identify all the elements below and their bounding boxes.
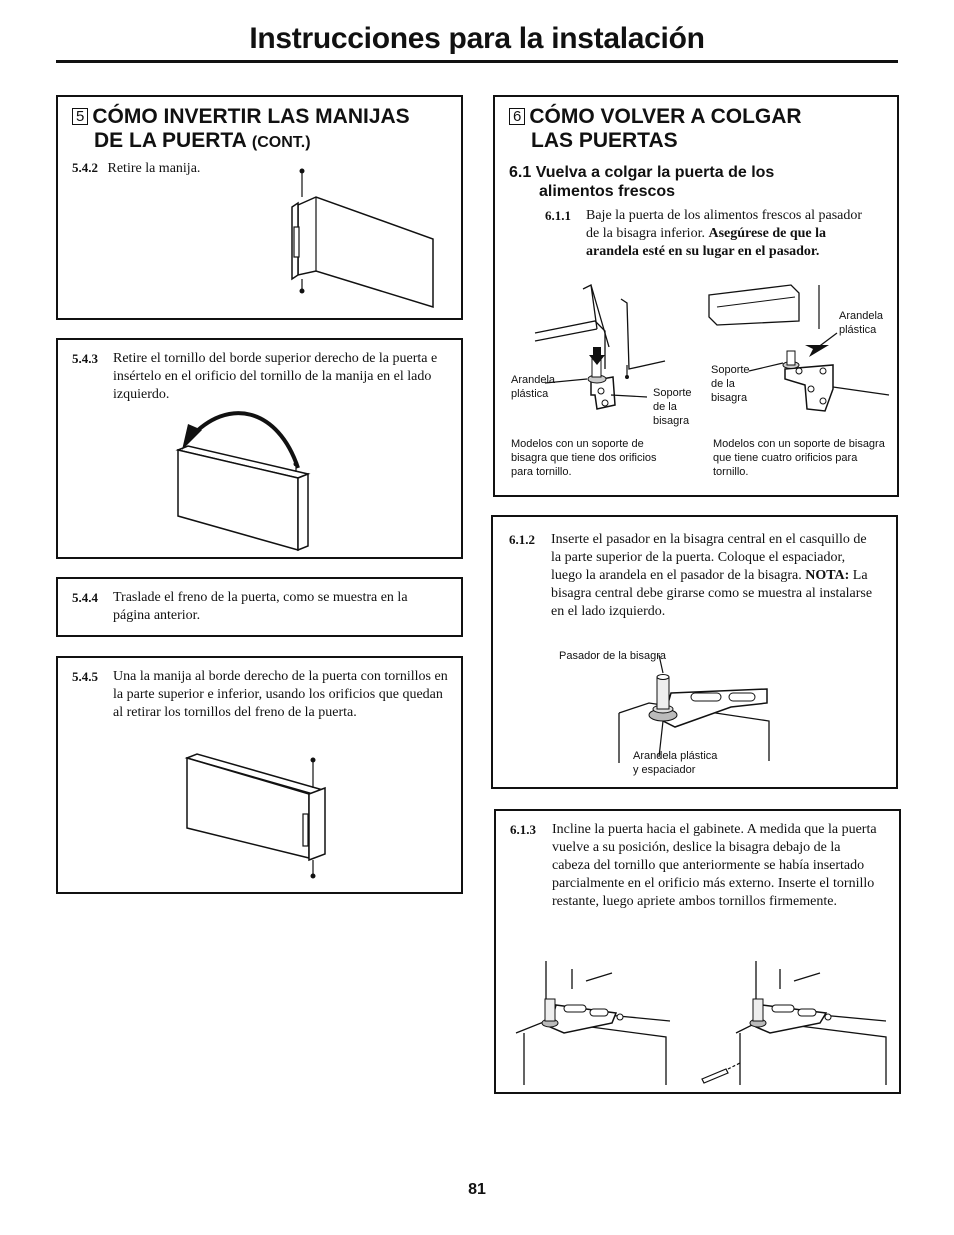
subheading-61-line2: alimentos frescos xyxy=(539,183,676,200)
page-title: Instrucciones para la instalación xyxy=(249,22,705,55)
step-613: 6.1.3 Incline la puerta hacia el gabinet… xyxy=(510,821,880,911)
door-tilt-illustration-left xyxy=(515,961,671,1085)
step-612-text-b: La bisagra central debe girarse como se … xyxy=(551,568,873,619)
step-542-number: 5.4.2 xyxy=(72,160,98,175)
subheading-61-line1: Vuelva a colgar la puerta de los xyxy=(535,164,775,181)
right-bracket-label: Soporte de la bisagra xyxy=(711,364,750,404)
section5-heading-line1: CÓMO INVERTIR LAS MANIJAS xyxy=(92,105,410,128)
section6-number: 6 xyxy=(509,108,526,125)
hinge-pin-label: Pasador de la bisagra xyxy=(559,650,667,662)
step-611-bold: Asegúrese de que la arandela esté en su … xyxy=(586,226,827,259)
right-washer-label: Arandela plástica xyxy=(839,310,884,336)
section6-heading-line1: CÓMO VOLVER A COLGAR xyxy=(529,105,802,128)
screw-transfer-illustration xyxy=(175,411,311,552)
step-612-number: 6.1.2 xyxy=(509,532,535,547)
section5-heading-line2: DE LA PUERTA xyxy=(94,129,247,152)
section5-box-step-544: 5.4.4 Traslade el freno de la puerta, co… xyxy=(56,577,463,637)
section5-heading-cont: (CONT.) xyxy=(251,134,311,151)
handle-removal-illustration xyxy=(291,168,434,309)
subheading-61: 6.1 Vuelva a colgar la puerta de los ali… xyxy=(509,163,889,201)
hinge-pin-illustration xyxy=(618,654,770,763)
section5-box-step-543: 5.4.3 Retire el tornillo del borde super… xyxy=(56,338,463,559)
step-543: 5.4.3 Retire el tornillo del borde super… xyxy=(72,350,447,404)
step-542-text: Retire la manija. xyxy=(107,161,201,176)
step-612-nota: NOTA: xyxy=(805,568,850,583)
section6-box-step-613: 6.1.3 Incline la puerta hacia el gabinet… xyxy=(494,809,901,1094)
page-number: 81 xyxy=(468,1181,486,1198)
section6-box-step-612: 6.1.2 Inserte el pasador en la bisagra c… xyxy=(491,515,898,789)
step-611-number: 6.1.1 xyxy=(545,208,571,223)
step-612-text-a: Inserte el pasador en la bisagra central… xyxy=(551,532,867,583)
step-611: 6.1.1 Baje la puerta de los alimentos fr… xyxy=(545,207,865,261)
step-545-number: 5.4.5 xyxy=(72,669,98,684)
step-545: 5.4.5 Una la manija al borde derecho de … xyxy=(72,668,452,722)
step-544: 5.4.4 Traslade el freno de la puerta, co… xyxy=(72,589,447,625)
step-612: 6.1.2 Inserte el pasador en la bisagra c… xyxy=(509,531,879,621)
step-544-number: 5.4.4 xyxy=(72,590,98,605)
section5-number: 5 xyxy=(72,108,89,125)
subheading-61-number: 6.1 xyxy=(509,164,532,181)
handle-attach-illustration xyxy=(184,753,326,879)
left-washer-label: Arandela plástica xyxy=(511,374,556,400)
step-613-number: 6.1.3 xyxy=(510,822,536,837)
step-611-text: Baje la puerta de los alimentos frescos … xyxy=(586,208,863,241)
section5-box-step-545: 5.4.5 Una la manija al borde derecho de … xyxy=(56,656,463,894)
title-rule xyxy=(56,60,898,63)
left-caption: Modelos con un soporte de bisagra que ti… xyxy=(511,438,657,478)
left-bracket-label: Soporte de la bisagra xyxy=(653,387,692,427)
step-613-text: Incline la puerta hacia el gabinete. A m… xyxy=(552,822,877,909)
step-543-text: Retire el tornillo del borde superior de… xyxy=(113,351,438,402)
washer-spacer-label: Arandela plástica y espaciador xyxy=(633,750,718,776)
door-tilt-illustration-right xyxy=(701,961,887,1085)
section6-heading-line2: LAS PUERTAS xyxy=(531,129,678,152)
step-543-number: 5.4.3 xyxy=(72,351,98,366)
right-caption: Modelos con un soporte de bisagra que ti… xyxy=(713,438,885,478)
step-542: 5.4.2 Retire la manija. xyxy=(72,159,452,178)
step-545-text: Una la manija al borde derecho de la pue… xyxy=(113,669,448,720)
step-544-text: Traslade el freno de la puerta, como se … xyxy=(113,590,408,623)
two-hole-bracket-illustration xyxy=(534,284,666,410)
four-hole-bracket-illustration xyxy=(708,284,890,412)
